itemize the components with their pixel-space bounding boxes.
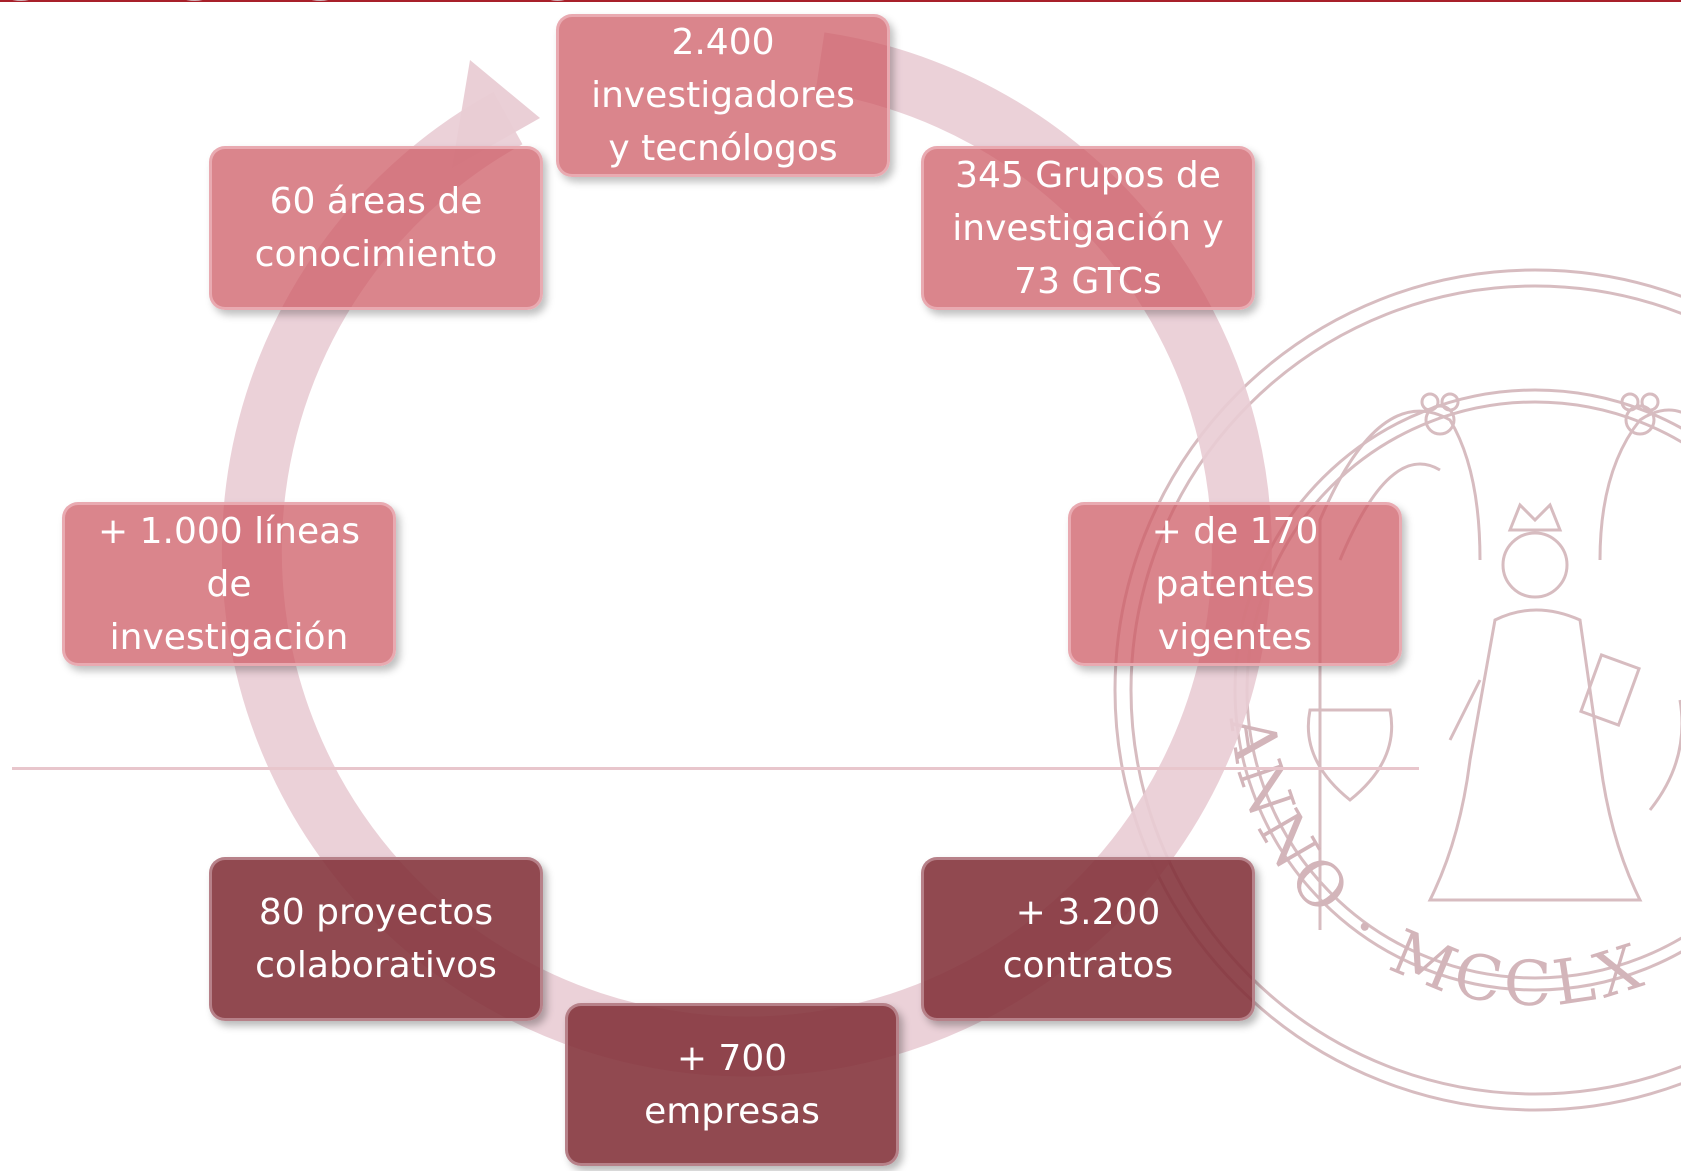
node-investigadores-text: 2.400 investigadores y tecnólogos <box>591 22 855 169</box>
node-contratos: + 3.200 contratos <box>921 857 1255 1021</box>
node-lineas: + 1.000 líneas de investigación <box>62 502 396 666</box>
seal-top-text: SITAS · STVDIORV <box>0 0 690 15</box>
divider-line <box>12 767 1419 770</box>
node-grupos-text: 345 Grupos de investigación y 73 GTCs <box>952 154 1224 302</box>
node-areas: 60 áreas de conocimiento <box>209 146 543 310</box>
node-patentes-text: + de 170 patentes vigentes <box>1151 510 1319 658</box>
node-grupos: 345 Grupos de investigación y 73 GTCs <box>921 146 1255 310</box>
node-proyectos-text: 80 proyectos colaborativos <box>255 892 497 986</box>
node-areas-text: 60 áreas de conocimiento <box>254 181 498 275</box>
node-investigadores: 2.400 investigadores y tecnólogos <box>556 14 890 177</box>
node-empresas-text: + 700 empresas <box>644 1037 820 1132</box>
node-lineas-text: + 1.000 líneas de investigación <box>98 510 360 658</box>
top-rule <box>0 0 1681 2</box>
node-contratos-text: + 3.200 contratos <box>1002 892 1174 986</box>
node-patentes: + de 170 patentes vigentes <box>1068 502 1402 666</box>
node-proyectos: 80 proyectos colaborativos <box>209 857 543 1021</box>
node-empresas: + 700 empresas <box>565 1003 899 1166</box>
